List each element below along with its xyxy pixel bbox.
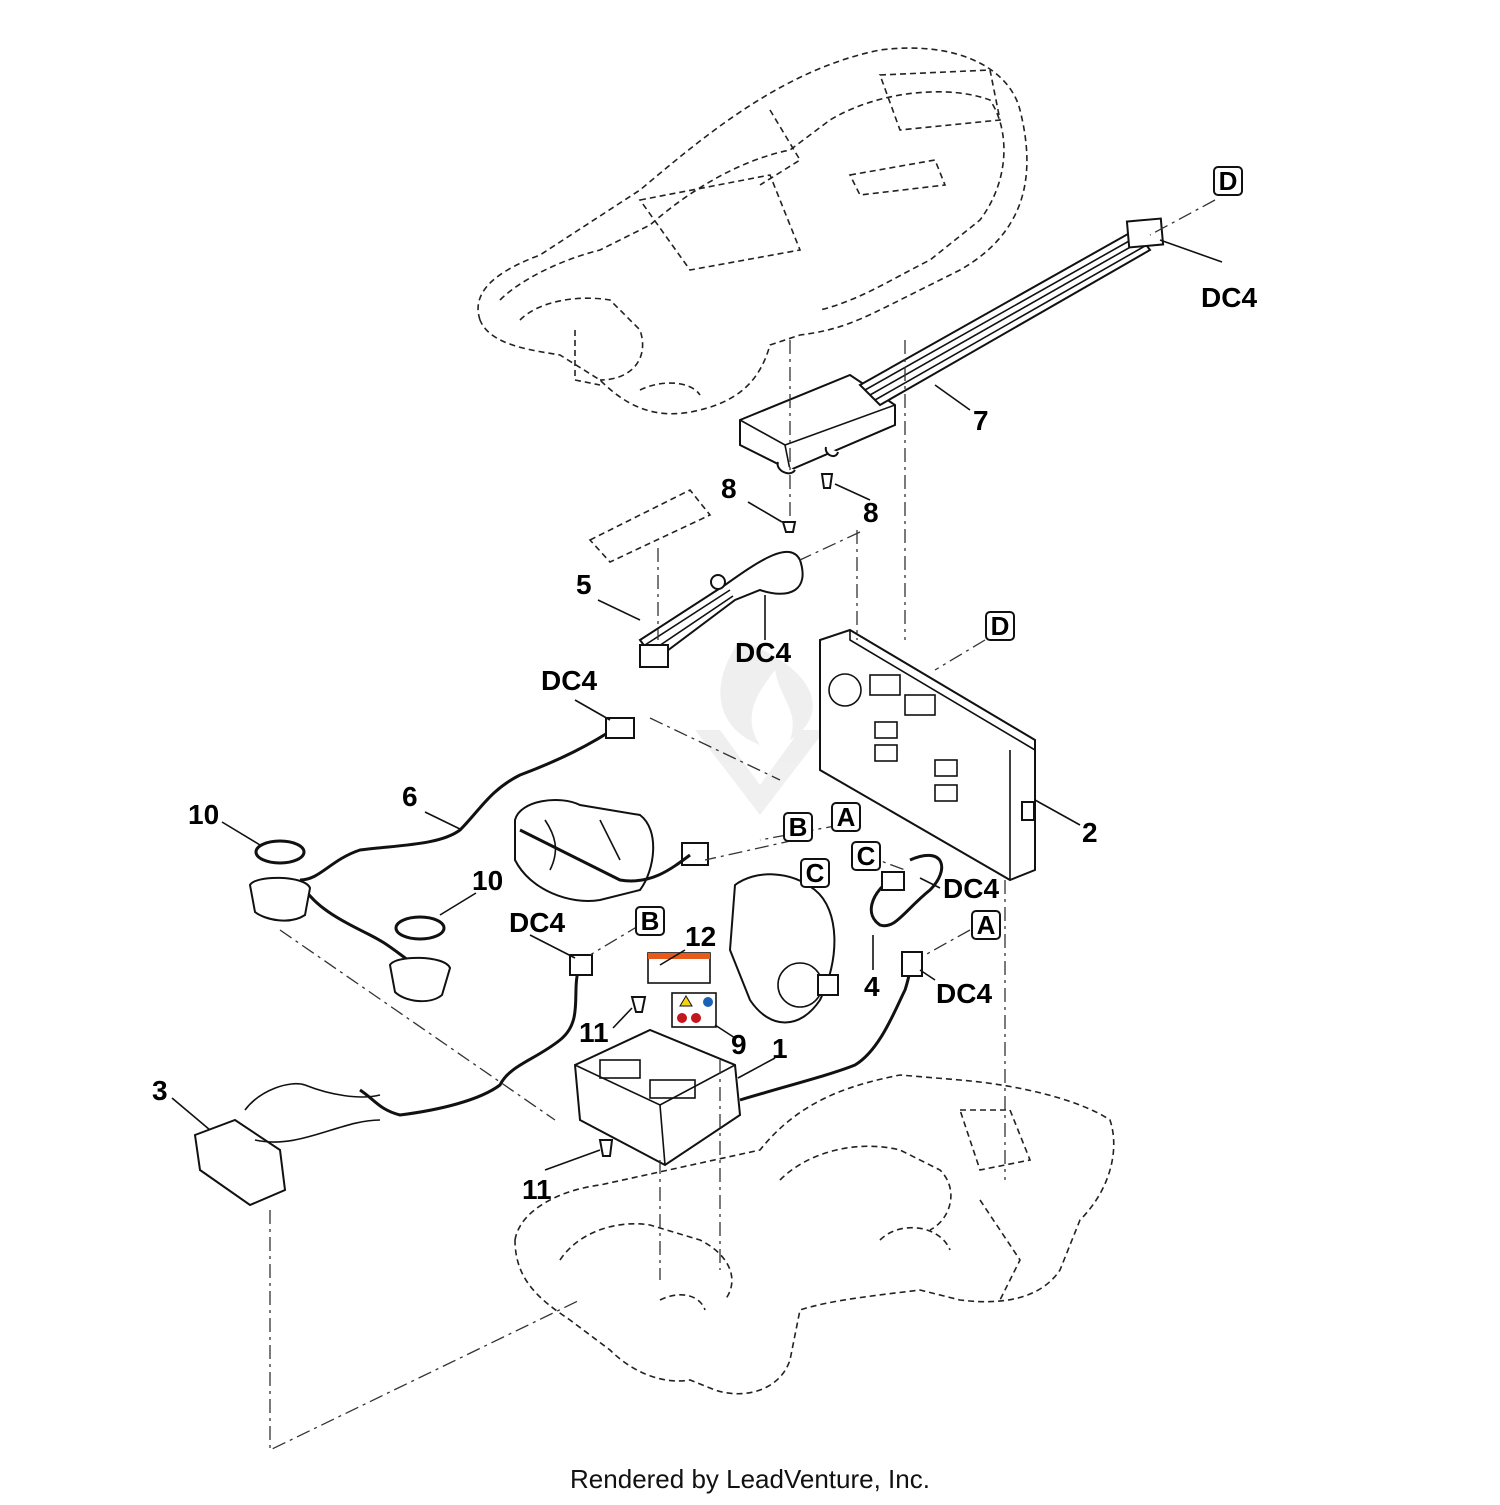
callout-11-upper: 11 [579,1017,609,1048]
screw-11-upper [630,996,647,1013]
ref-box-c-motor: C [800,858,830,888]
dc4-label-battery-right: DC4 [936,978,992,1009]
ref-box-d-top: D [1213,166,1243,196]
ref-box-c-board: C [851,841,881,871]
top-cover-phantom [477,47,1028,415]
callout-9: 9 [731,1029,747,1060]
svg-text:B: B [789,812,808,842]
ref-box-b-battery: B [635,906,665,936]
part-5-ribbon-cable [588,488,804,668]
dc4-label-part-4: DC4 [943,873,999,904]
callout-2: 2 [1082,817,1098,848]
lower-chassis-phantom [514,1074,1115,1395]
callout-12: 12 [685,921,716,952]
callout-4: 4 [864,971,880,1002]
drive-motor-right [728,873,839,1024]
callout-8-left: 8 [721,473,737,504]
grommet-10-upper [254,839,306,865]
svg-text:A: A [837,802,856,832]
part-4-jumper-harness [869,853,944,928]
ref-box-d-board: D [985,611,1015,641]
ref-box-a-battery: A [971,910,1001,940]
leadventure-watermark [695,640,825,815]
ribbon-cable-7 [858,217,1165,407]
screw-8-right [820,473,834,489]
dc4-label-ribbon-end: DC4 [1201,282,1257,313]
grommet-housing-upper [248,876,312,922]
grommet-housing-lower [388,956,452,1003]
svg-text:C: C [857,841,876,871]
svg-text:D: D [991,611,1010,641]
part-3-switch-bracket [193,1083,381,1207]
dc4-label-part-6: DC4 [541,665,597,696]
callout-3: 3 [152,1075,168,1106]
part-12-warning-label [647,952,711,984]
battery-cable-right [739,951,923,1102]
callout-5: 5 [576,569,592,600]
callout-7: 7 [973,405,989,436]
callout-11-lower: 11 [522,1174,552,1205]
callout-8-right: 8 [863,497,879,528]
callout-1: 1 [772,1033,788,1064]
svg-text:A: A [977,910,996,940]
part-2-main-board [819,628,1036,882]
part-1-battery-pack [573,1028,742,1167]
svg-text:B: B [641,906,660,936]
part-9-safety-label [671,992,717,1028]
svg-text:C: C [806,858,825,888]
ref-box-b-board: B [783,812,813,842]
leader-lines [171,239,1223,1171]
ref-box-a-board: A [831,802,861,832]
callout-10-upper: 10 [188,799,219,830]
screw-11-lower [598,1139,614,1157]
callout-6: 6 [402,781,418,812]
drive-motor-left [514,799,655,902]
screw-8-left [781,521,797,533]
footer-credit: Rendered by LeadVenture, Inc. [570,1464,930,1494]
svg-text:D: D [1219,166,1238,196]
dc4-label-battery-left: DC4 [509,907,565,938]
callout-10-lower: 10 [472,865,503,896]
part-6-wire-harness [298,717,709,967]
alignment-guides [269,199,1216,1452]
battery-cable-left [359,954,593,1117]
dc4-label-part-5: DC4 [735,637,791,668]
grommet-10-lower [394,915,446,941]
part-7-controller-board [739,373,896,475]
